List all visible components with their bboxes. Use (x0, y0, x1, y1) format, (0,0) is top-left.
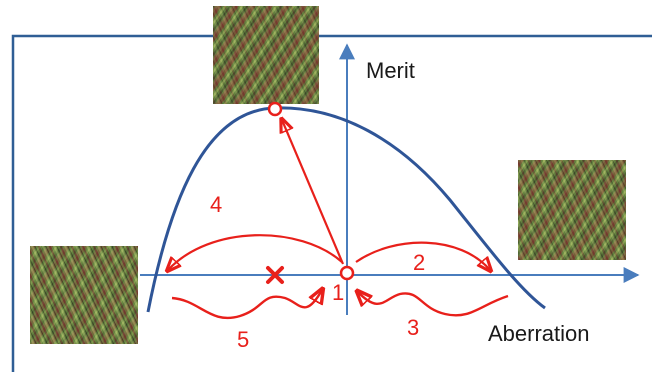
step-label-5: 5 (237, 327, 249, 352)
arrow-to-peak (282, 120, 345, 265)
arc-step-2 (355, 241, 490, 270)
thumbnail-peak (213, 6, 319, 104)
wave-step-3 (358, 292, 509, 317)
x-axis-label: Aberration (488, 321, 590, 346)
merit-curve (146, 106, 546, 313)
thumbnail-left (30, 246, 138, 344)
thumbnail-right (518, 160, 626, 260)
y-axis-label: Merit (366, 58, 415, 83)
step-label-1: 1 (332, 280, 344, 305)
arc-step-4 (168, 234, 343, 270)
cross-mark (266, 266, 284, 284)
wave-step-5 (171, 290, 322, 319)
frame-border (11, 34, 652, 372)
peak-point (267, 101, 283, 117)
step-label-4: 4 (210, 192, 222, 217)
start-point (339, 265, 355, 281)
step-label-2: 2 (413, 250, 425, 275)
step-label-3: 3 (407, 315, 419, 340)
